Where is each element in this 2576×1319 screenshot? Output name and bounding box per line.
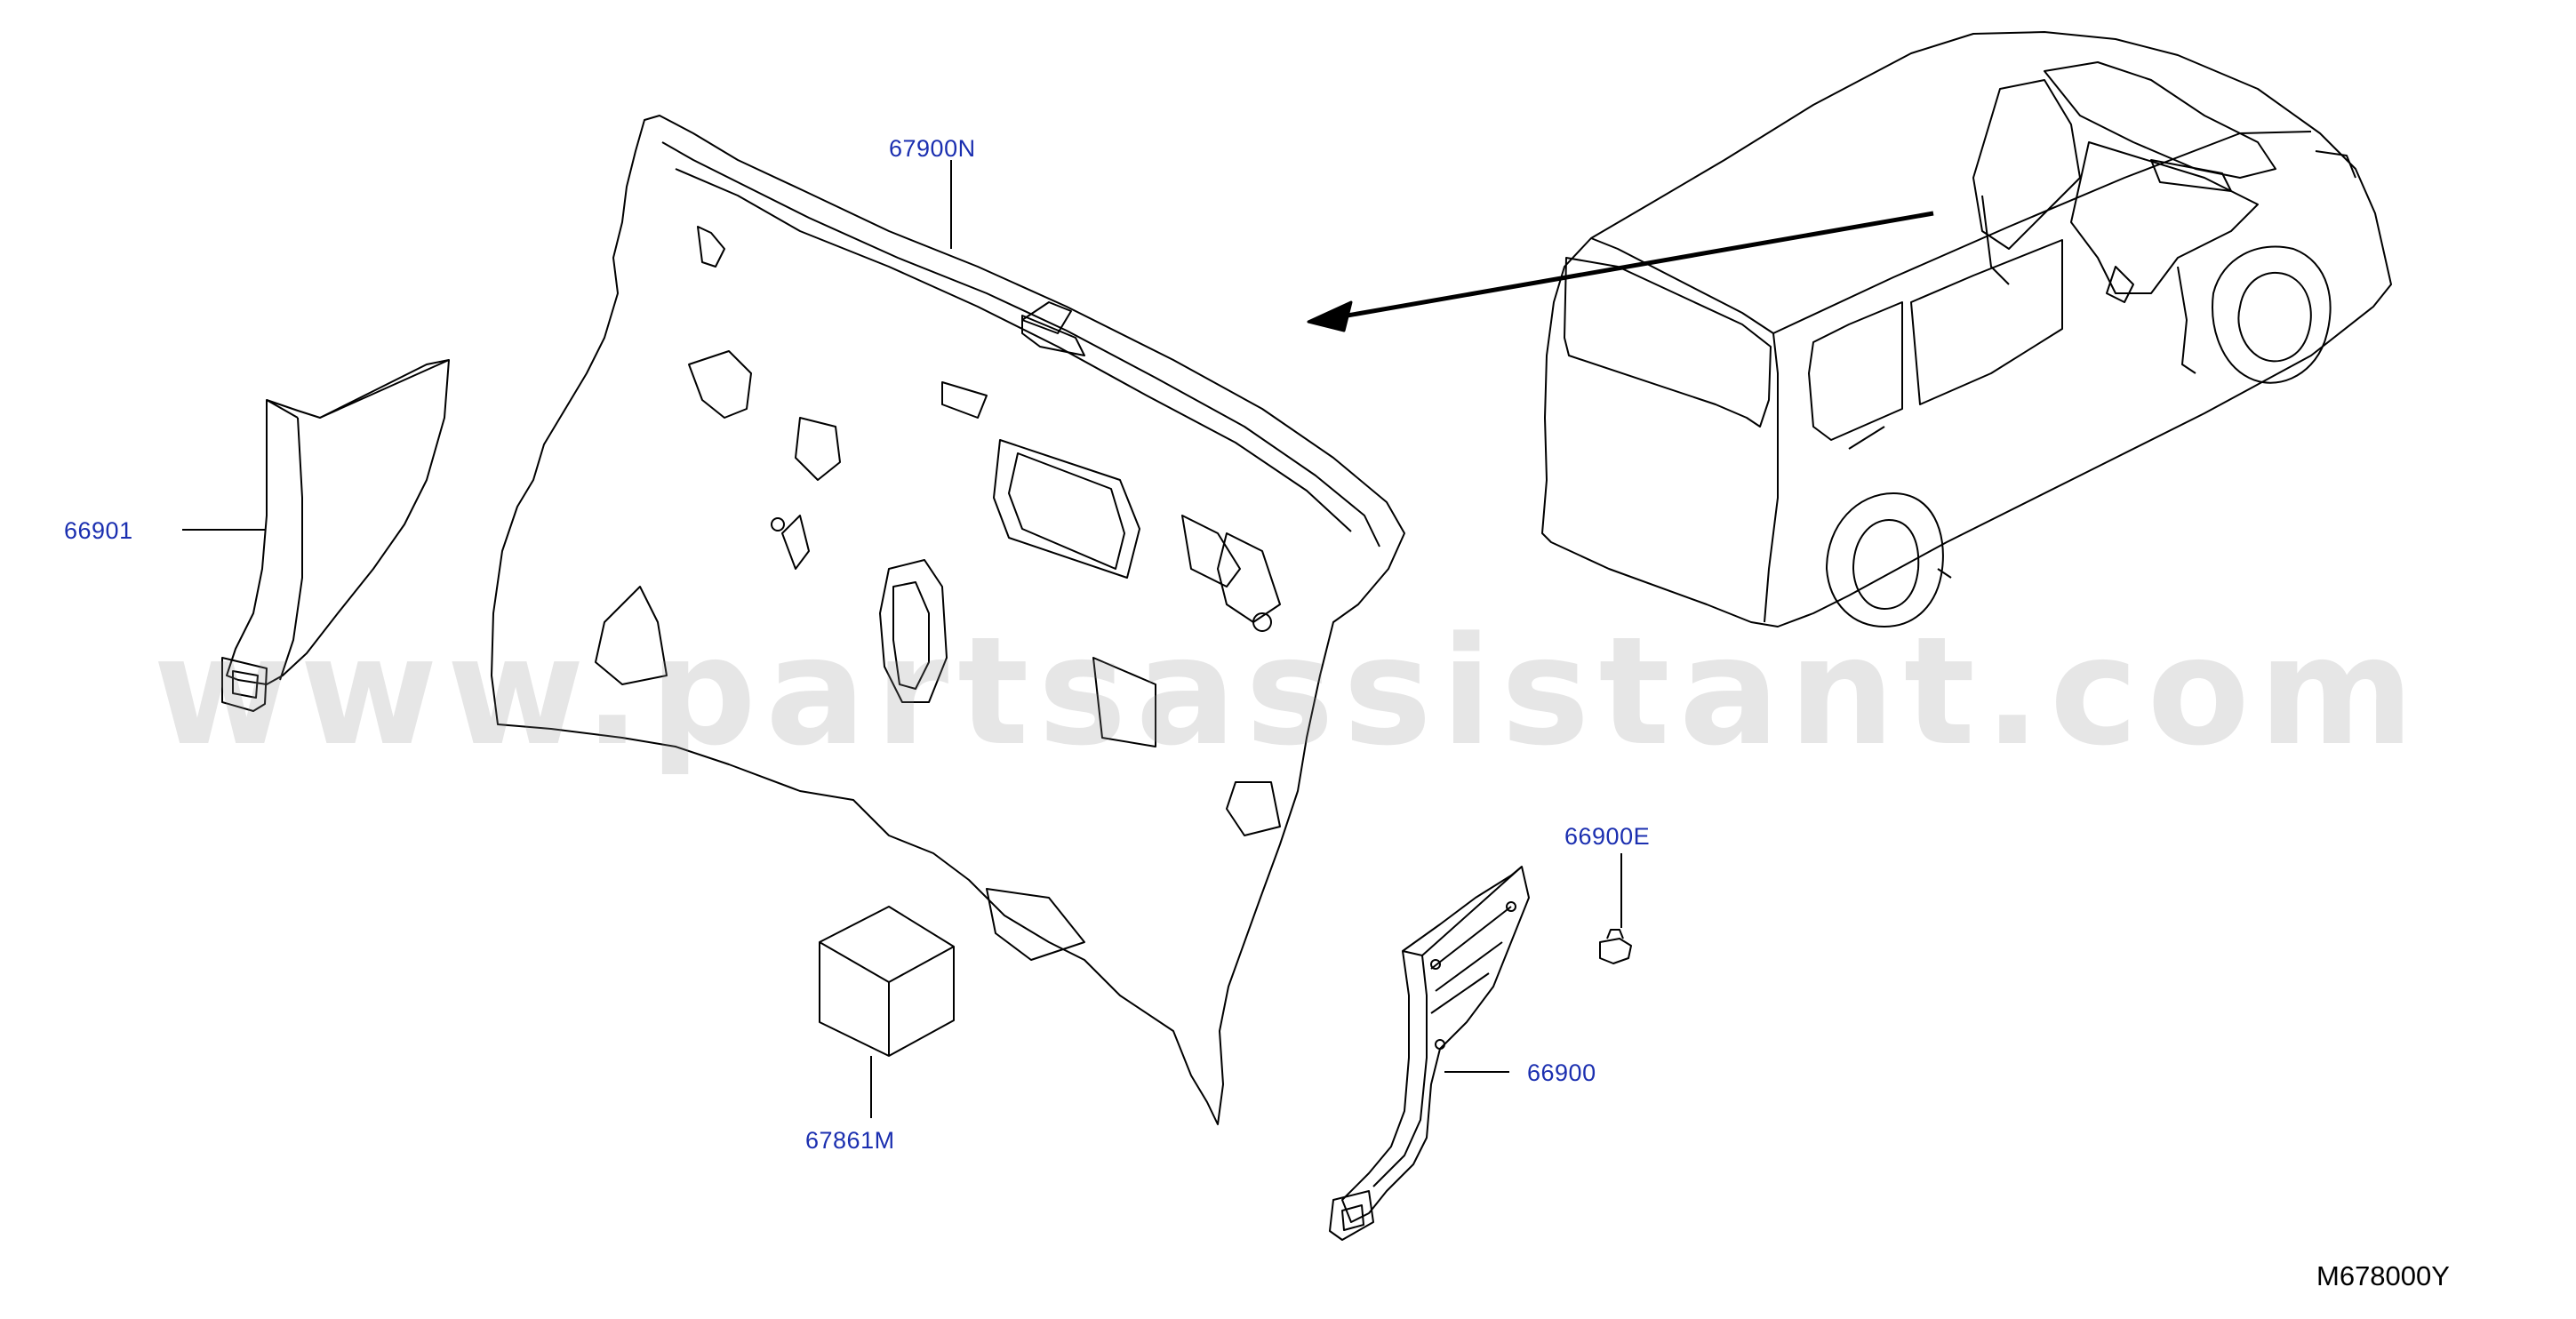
location-arrow — [1307, 211, 1934, 332]
watermark-text: www.partsassistant.com — [153, 604, 2423, 779]
vehicle-illustration — [1541, 31, 2392, 628]
part-label-66900[interactable]: 66900 — [1527, 1059, 1596, 1086]
pillar-trim-66901-part[interactable] — [221, 359, 450, 712]
pad-67861m-part[interactable] — [819, 906, 955, 1057]
part-label-66901[interactable]: 66901 — [64, 517, 133, 544]
dash-insulator-part[interactable] — [491, 115, 1405, 1125]
pillar-trim-66900-part[interactable] — [1329, 866, 1530, 1241]
diagram-code: M678000Y — [2316, 1260, 2450, 1291]
part-label-67900n[interactable]: 67900N — [889, 135, 976, 162]
part-label-67861m[interactable]: 67861M — [805, 1127, 895, 1154]
clip-66900e-part[interactable] — [1599, 929, 1632, 964]
part-label-66900e[interactable]: 66900E — [1564, 823, 1651, 850]
